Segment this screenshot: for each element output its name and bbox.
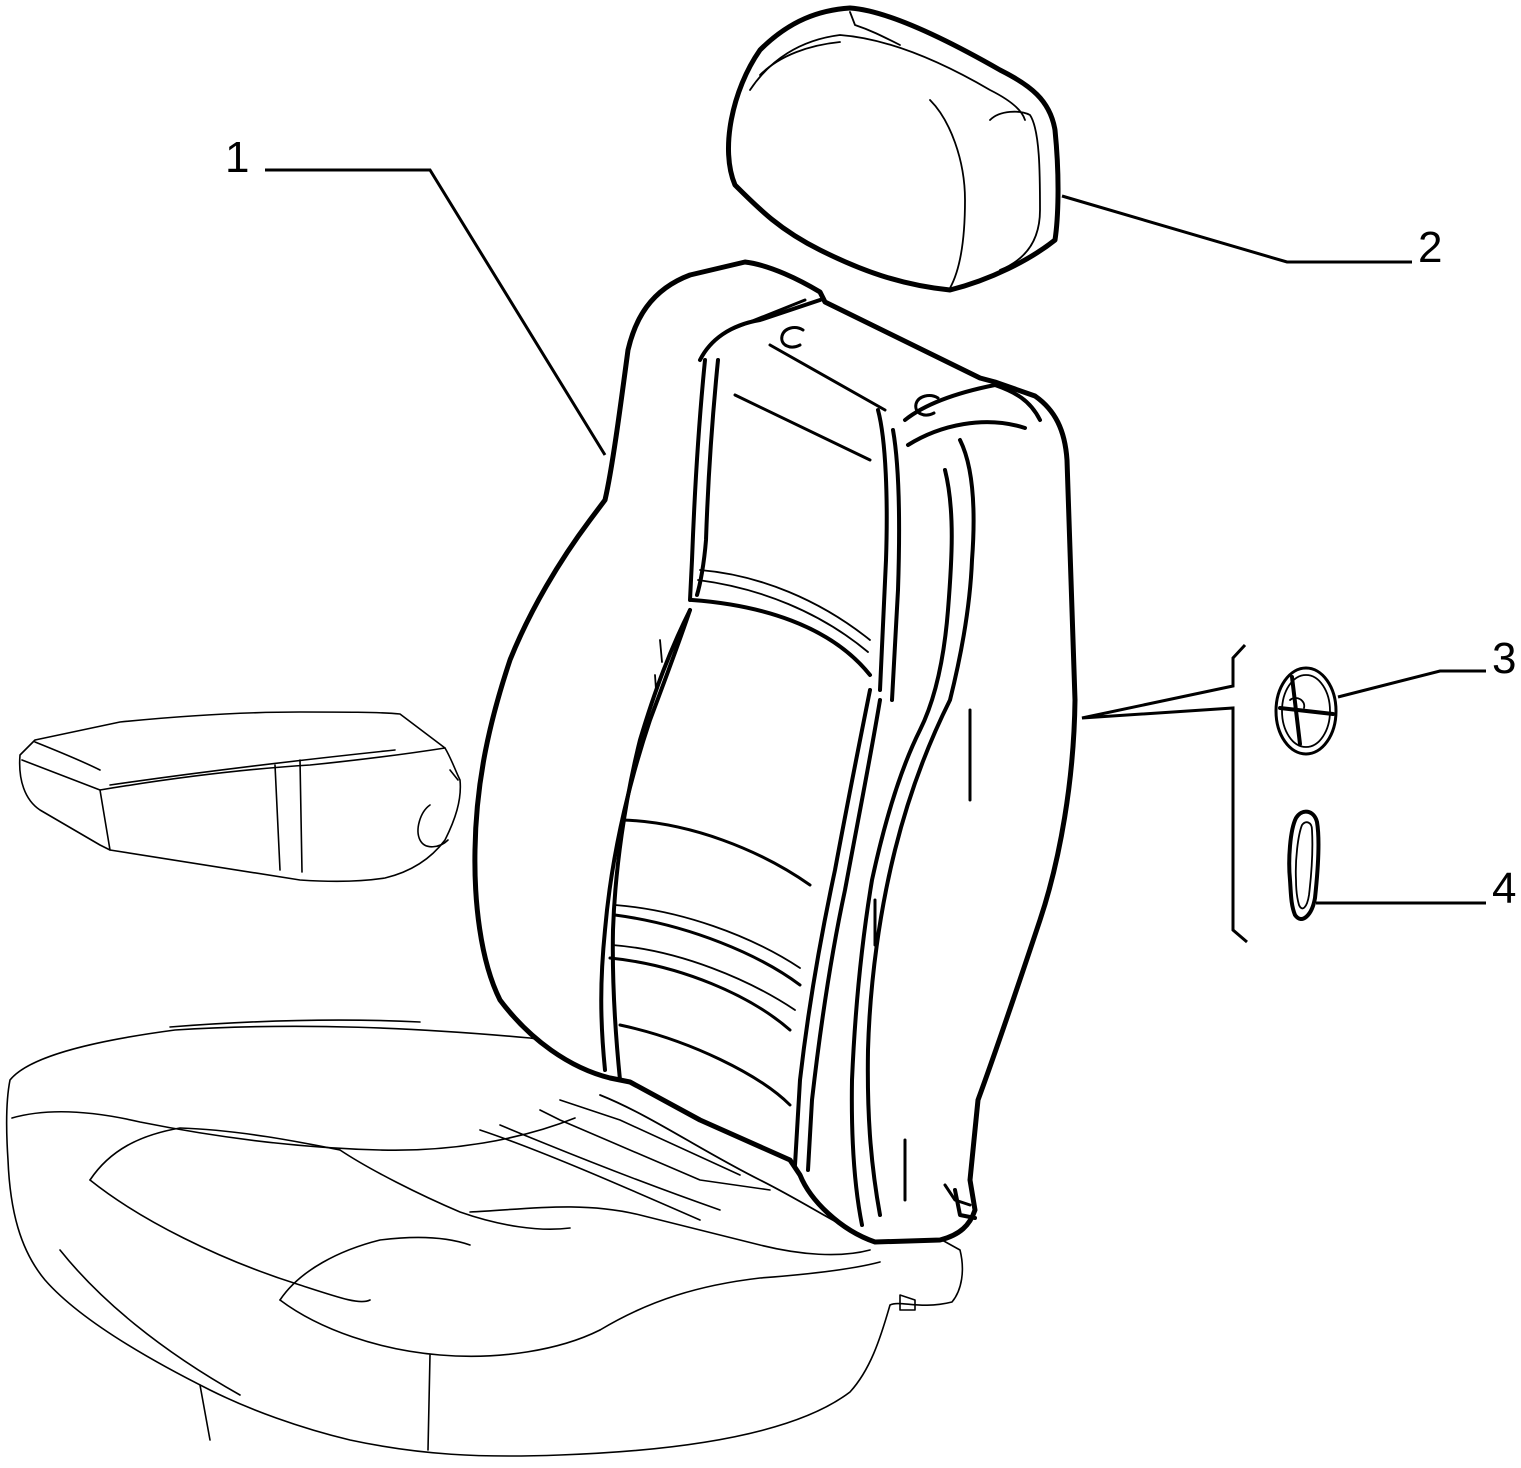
armrest-ghost	[18, 711, 462, 883]
callout-labels: 1 2 3 4	[225, 133, 1516, 913]
callout-1: 1	[225, 133, 249, 182]
callout-2: 2	[1418, 223, 1442, 272]
seat-back	[472, 259, 1078, 1245]
callout-4: 4	[1492, 864, 1516, 913]
callout-3: 3	[1492, 634, 1516, 683]
oval-ring	[1287, 809, 1321, 921]
seat-cushion-ghost	[5, 1019, 964, 1457]
leader-line-2	[1061, 194, 1412, 264]
leader-line-3	[1337, 669, 1486, 699]
parts-bracket	[1081, 643, 1248, 944]
headrest	[726, 5, 1061, 293]
leader-line-1	[265, 168, 607, 456]
round-cap	[1274, 666, 1338, 756]
leader-lines	[265, 168, 1486, 944]
